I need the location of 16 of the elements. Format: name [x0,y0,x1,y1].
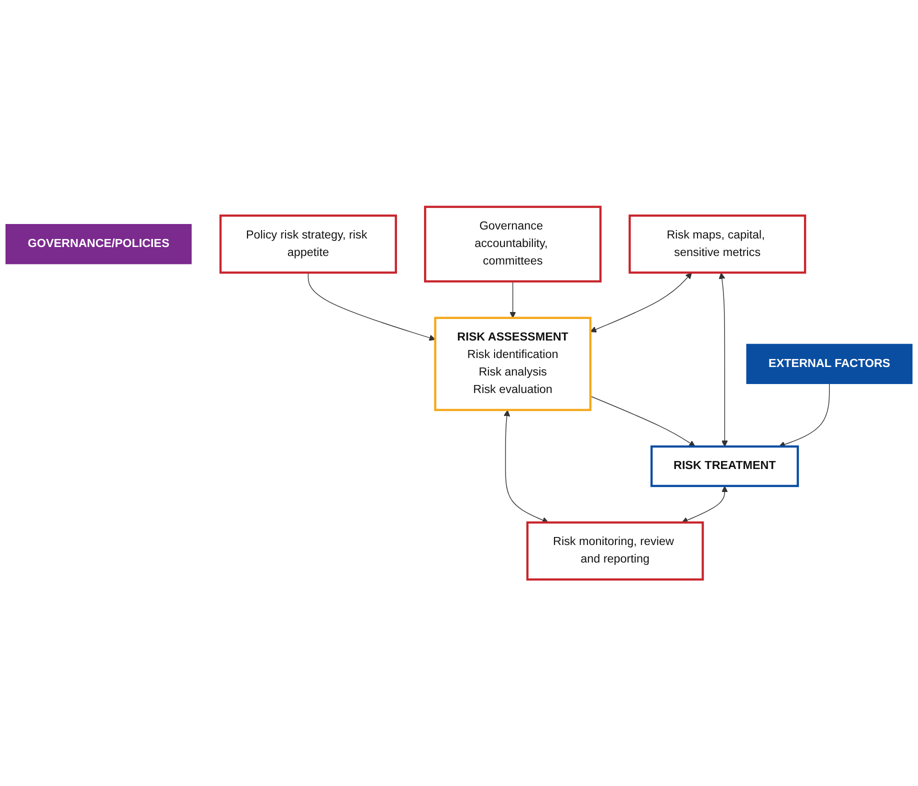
arrow [682,486,728,523]
node-box: GOVERNANCE/POLICIES [6,224,192,264]
arrow [308,272,436,341]
node-box: EXTERNAL FACTORS [746,344,912,384]
node-box: Governance accountability, committees [424,206,602,282]
node-box: Risk maps, capital, sensitive metrics [628,214,806,274]
arrow [590,396,696,447]
node-box: Policy risk strategy, risk appetite [219,214,397,274]
node-box: RISK TREATMENT [650,445,799,487]
arrow [778,383,830,448]
arrow [718,272,728,447]
node-box: RISK ASSESSMENT Risk identification Risk analysis Risk evaluation [434,316,592,411]
node-box: Risk monitoring, review and reporting [526,521,704,580]
arrow [510,280,516,318]
arrow [590,272,692,332]
arrow [504,410,549,523]
